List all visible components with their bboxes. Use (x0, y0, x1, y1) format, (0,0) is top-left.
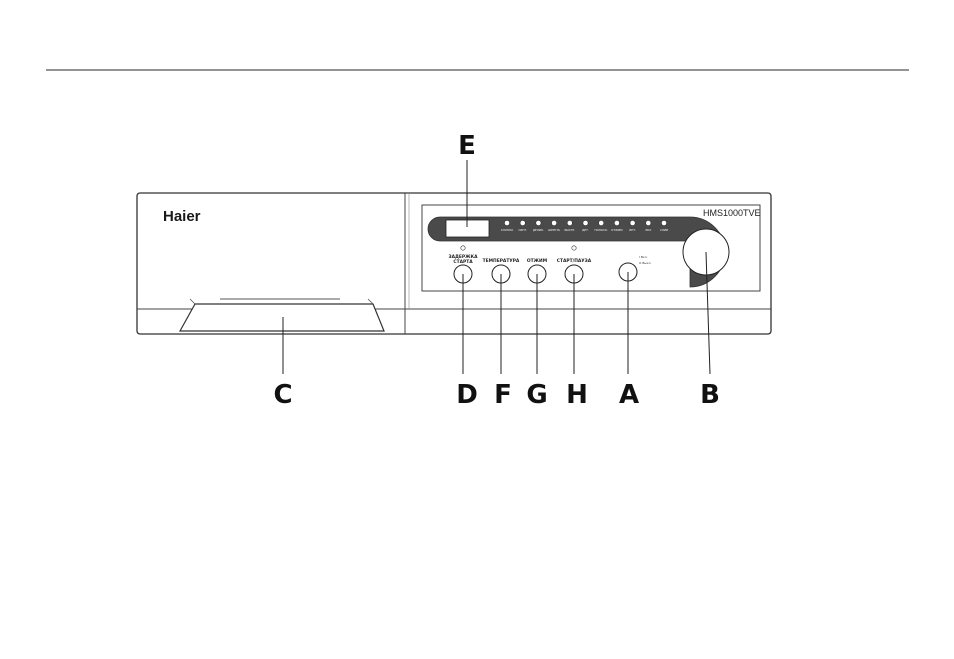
power-on-label: I Вкл. (639, 255, 648, 259)
program-led-label: ШЕРСТЬ (548, 228, 560, 232)
program-led (567, 220, 572, 225)
program-led-label: ХЛОПОК (501, 228, 514, 232)
program-led (646, 220, 651, 225)
program-led (661, 220, 666, 225)
callout-b: B (700, 380, 720, 410)
callout-e: E (458, 131, 476, 161)
callout-c: C (273, 380, 292, 410)
program-led-label: ОТЖИМ (611, 228, 623, 232)
callout-f: F (494, 380, 512, 410)
program-led-label: ДЕЛИК. (533, 228, 544, 232)
program-led (504, 220, 509, 225)
program-led (552, 220, 557, 225)
callout-d: D (456, 380, 478, 410)
temperature-label: ТЕМПЕРАТУРА (483, 258, 520, 264)
delay-label-line2: СТАРТА (453, 259, 473, 265)
program-led-label: БЫСТР. (564, 228, 575, 232)
program-led (614, 220, 619, 225)
callout-a: A (619, 380, 639, 410)
program-led (520, 220, 525, 225)
delay-indicator-led (461, 246, 465, 250)
program-led-label: ДЕТ. (582, 228, 589, 232)
callout-g: G (526, 380, 547, 410)
power-off-label: О Выкл. (639, 261, 651, 265)
callout-h: H (566, 380, 588, 410)
program-led (599, 220, 604, 225)
start-pause-label: СТАРТ/ПАУЗА (557, 258, 592, 264)
program-led-label: СЛИВ (660, 228, 668, 232)
program-led-label: СИНТ. (518, 228, 527, 232)
start-indicator-led (572, 246, 576, 250)
program-led (583, 220, 588, 225)
brand-logo: Haier (163, 208, 201, 225)
program-led-label: ПОЛОСК. (594, 228, 608, 232)
program-led (630, 220, 635, 225)
spin-label: ОТЖИМ (527, 258, 547, 264)
model-label: HMS1000TVE (703, 208, 761, 218)
program-led-label: ИНТ. (629, 228, 636, 232)
program-led-label: ЭКО (645, 228, 652, 232)
detergent-drawer-handle[interactable] (180, 304, 384, 331)
program-led (536, 220, 541, 225)
